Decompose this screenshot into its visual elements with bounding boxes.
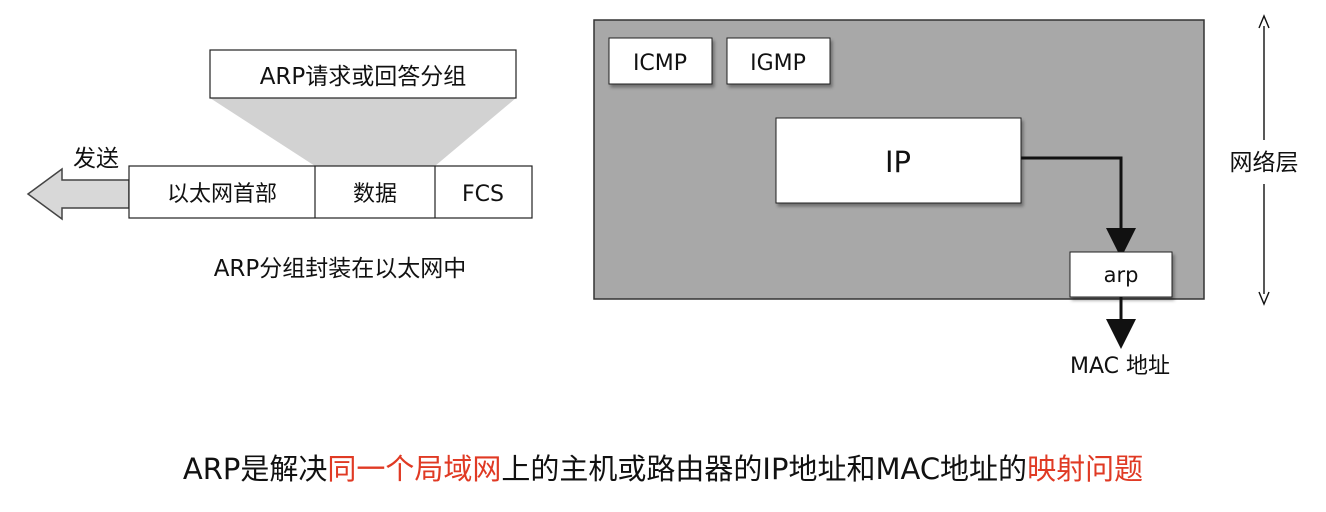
layer-arrow-down-icon: [1258, 291, 1270, 306]
layer-arrow-up-icon: [1258, 14, 1270, 29]
encapsulation-funnel: [210, 98, 516, 166]
arp-packet-box: [209, 49, 517, 99]
caption-highlight-lan: 同一个局域网: [327, 452, 502, 486]
icmp-label: ICMP: [633, 51, 687, 76]
arp-packet-label: ARP请求或回答分组: [260, 64, 467, 90]
caption-highlight-mapping: 映射问题: [1027, 452, 1144, 486]
ip-to-arp-arrow: [1021, 156, 1136, 258]
ip-label: IP: [885, 145, 911, 179]
encapsulation-caption: ARP分组封装在以太网中: [214, 256, 467, 282]
icmp-box: [608, 37, 713, 85]
bottom-caption: ARP是解决同一个局域网上的主机或路由器的IP地址和MAC地址的映射问题: [0, 446, 1326, 488]
send-arrow-icon: [26, 167, 130, 221]
caption-part-3: 上的主机或路由器的IP地址和MAC地址的: [501, 452, 1028, 486]
arp-label: arp: [1104, 263, 1139, 287]
ip-box: [775, 117, 1022, 204]
igmp-label: IGMP: [750, 51, 806, 76]
send-label: 发送: [73, 146, 119, 172]
frame-field-fcs: FCS: [462, 182, 504, 207]
igmp-box: [726, 37, 831, 85]
frame-field-ethernet-header: 以太网首部: [167, 182, 277, 207]
network-layer-label: 网络层: [1230, 150, 1299, 176]
caption-part-1: ARP是解决: [182, 452, 328, 486]
ethernet-frame: [128, 165, 533, 219]
mac-address-label: MAC 地址: [1070, 354, 1170, 379]
frame-field-data: 数据: [353, 182, 397, 207]
arp-box: [1069, 251, 1173, 298]
